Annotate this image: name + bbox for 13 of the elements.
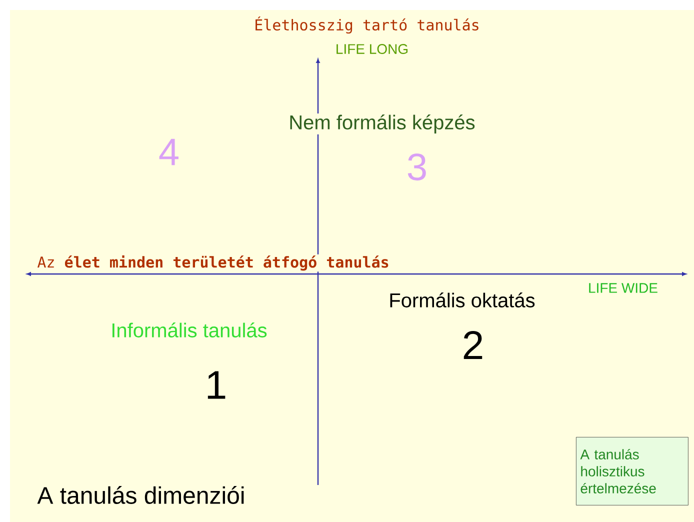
quadrant-label: Nem formális képzés	[288, 114, 476, 134]
quadrant-label: Formális oktatás	[388, 292, 536, 308]
quadrant-number: 3	[405, 152, 429, 182]
axis-label: LIFE LONG	[334, 43, 410, 55]
quadrant-number: 4	[157, 138, 181, 166]
axis-label: LIFE WIDE	[587, 282, 659, 294]
axis-title: Élethosszig tartó tanulás	[253, 15, 481, 35]
note-box: A tanulás holisztikus értelmezése	[576, 437, 688, 506]
axis-title: Az élet minden területét átfogó tanulás	[36, 254, 390, 272]
slide-title: A tanulás dimenziói	[37, 486, 244, 504]
quadrant-number: 1	[204, 370, 228, 400]
quadrant-label: Informális tanulás	[110, 322, 268, 338]
quadrant-number: 2	[460, 330, 486, 360]
